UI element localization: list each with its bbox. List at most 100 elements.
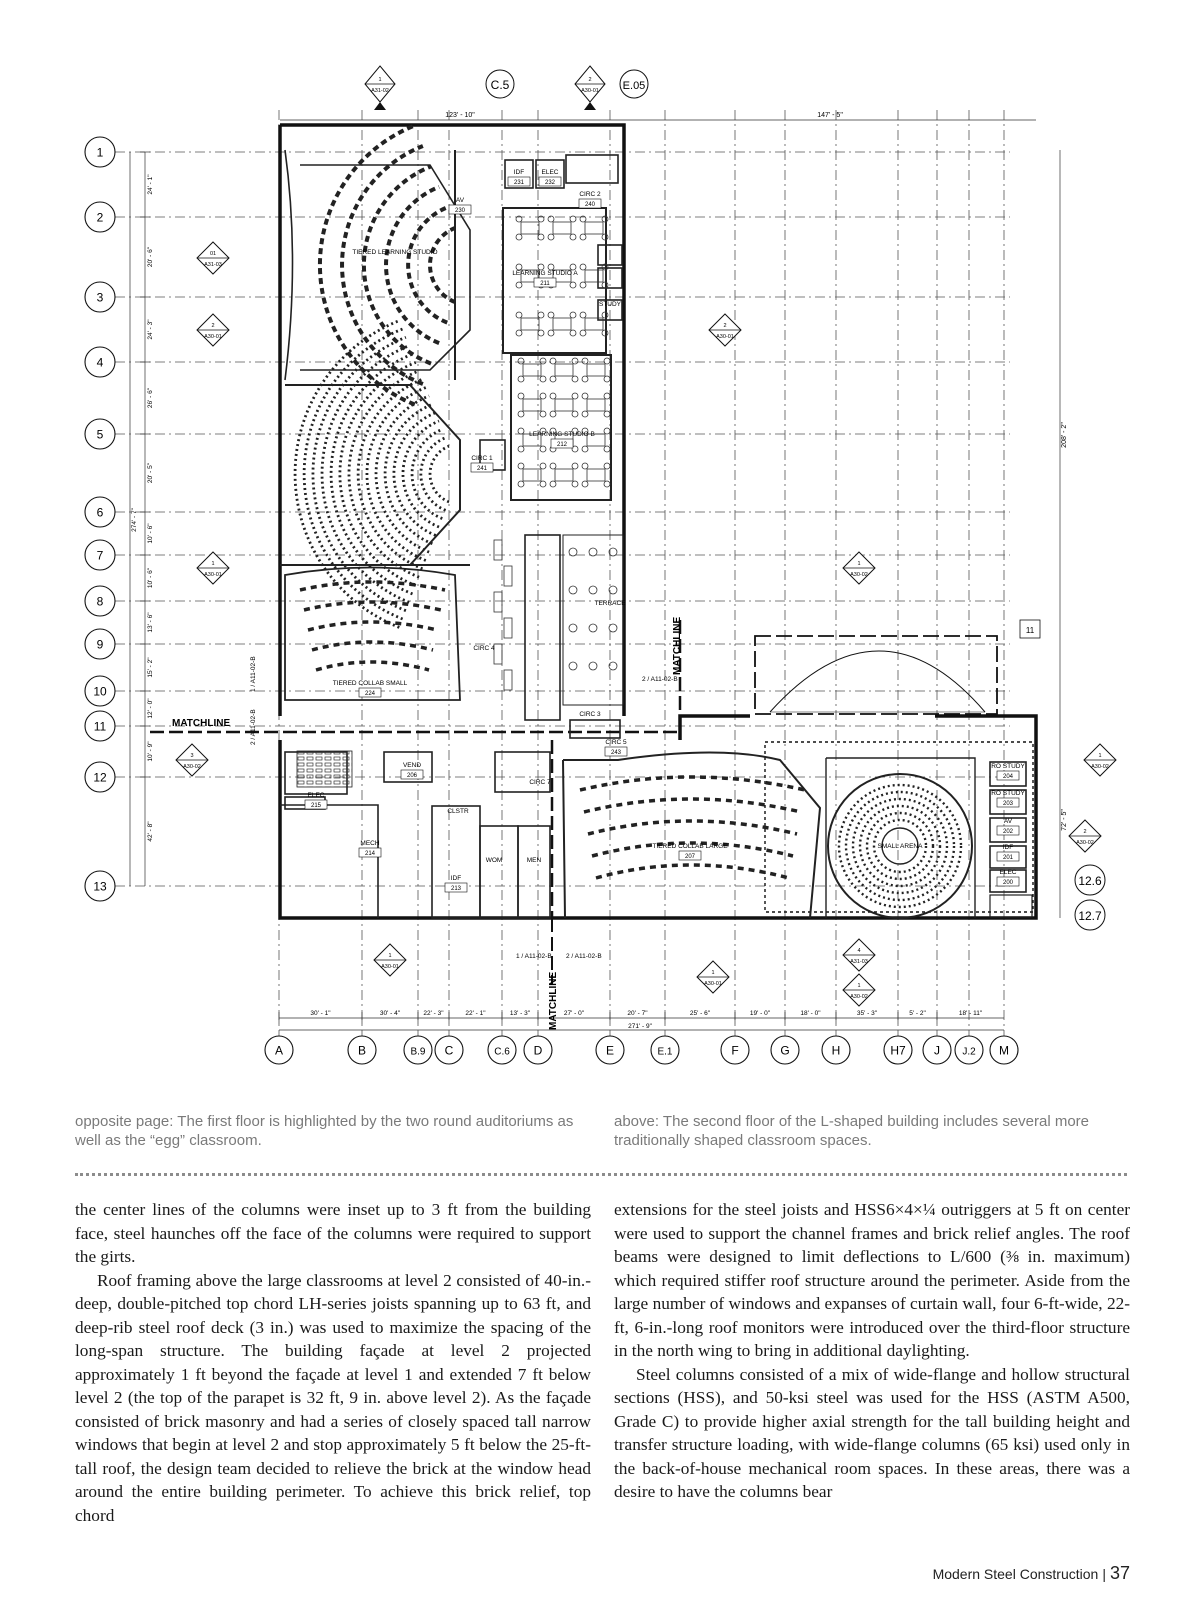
svg-text:1: 1 [711, 970, 714, 976]
svg-text:A30-01: A30-01 [381, 964, 399, 970]
tiered-seating-rows [293, 123, 963, 909]
svg-text:MATCHLINE: MATCHLINE [172, 718, 230, 729]
room-label: TIERED COLLAB LARGE 207 [652, 843, 728, 861]
svg-text:20' - 6": 20' - 6" [147, 246, 154, 267]
svg-text:TIERED COLLAB LARGE: TIERED COLLAB LARGE [652, 843, 728, 850]
room-label: CIRC 1 241 [470, 455, 494, 473]
svg-text:2 / A11-02-B: 2 / A11-02-B [566, 953, 602, 960]
body-column-left: the center lines of the columns were ins… [75, 1198, 591, 1527]
grid-bubble-column: E [595, 1035, 625, 1065]
svg-text:207: 207 [685, 854, 696, 860]
svg-text:274' - 7": 274' - 7" [131, 507, 138, 531]
svg-text:30' - 4": 30' - 4" [380, 1010, 401, 1017]
body-column-right: extensions for the steel joists and HSS6… [614, 1198, 1130, 1504]
svg-text:ELEC: ELEC [1000, 869, 1017, 876]
svg-text:RO STUDY: RO STUDY [991, 790, 1025, 797]
svg-text:B: B [358, 1044, 366, 1058]
svg-text:3: 3 [190, 753, 193, 759]
room-label: STUDY [599, 301, 622, 308]
svg-text:271' - 9": 271' - 9" [628, 1023, 652, 1030]
floor-plan-drawing: 1 A31-02 C.5 2 A30-01 E.05 123' - 10" 14… [84, 65, 1117, 1065]
svg-text:19' - 0": 19' - 0" [750, 1010, 771, 1017]
svg-text:A30-01: A30-01 [204, 334, 222, 340]
svg-text:CIRC 1: CIRC 1 [471, 455, 493, 462]
svg-text:224: 224 [365, 691, 376, 697]
svg-text:213: 213 [451, 886, 462, 892]
grid-bubble-column: G [770, 1035, 800, 1065]
svg-text:A30-02: A30-02 [1091, 764, 1109, 770]
svg-text:202: 202 [1003, 829, 1014, 835]
svg-text:CIRC 4: CIRC 4 [473, 645, 495, 652]
svg-text:F: F [731, 1044, 738, 1058]
svg-text:9: 9 [97, 638, 104, 652]
svg-text:A31-03: A31-03 [850, 959, 868, 965]
svg-text:A: A [275, 1044, 283, 1058]
svg-text:204: 204 [1003, 774, 1014, 780]
svg-text:01: 01 [210, 251, 216, 257]
grid-bubble-c5: C.5 [485, 69, 515, 99]
svg-text:10: 10 [93, 685, 107, 699]
svg-text:8: 8 [97, 595, 104, 609]
svg-text:J.2: J.2 [962, 1047, 976, 1058]
svg-text:B.9: B.9 [410, 1047, 425, 1058]
dim-top-left: 123' - 10" [445, 112, 475, 119]
publication-name: Modern Steel Construction [932, 1566, 1099, 1582]
svg-text:12.6: 12.6 [1078, 874, 1102, 888]
svg-text:H: H [832, 1044, 841, 1058]
room-label: CIRC 4 [473, 645, 495, 652]
svg-text:13: 13 [93, 880, 107, 894]
svg-text:11: 11 [94, 720, 107, 734]
svg-text:CIRC 2: CIRC 2 [579, 191, 601, 198]
svg-text:TERRACE: TERRACE [594, 600, 626, 607]
svg-text:C.6: C.6 [494, 1047, 510, 1058]
svg-text:MATCHLINE: MATCHLINE [548, 972, 559, 1030]
svg-text:LEARNING STUDIO B: LEARNING STUDIO B [529, 431, 595, 438]
grid-bubble-column: B.9 [403, 1035, 433, 1065]
svg-text:13' - 6": 13' - 6" [147, 612, 154, 633]
svg-text:TIERED COLLAB SMALL: TIERED COLLAB SMALL [333, 680, 408, 687]
svg-text:2: 2 [211, 323, 214, 329]
section-marker: 2 A30-01 [574, 65, 606, 110]
svg-text:TIERED LEARNING STUDIO: TIERED LEARNING STUDIO [352, 249, 437, 256]
grid-bubble-row: 3 [84, 281, 116, 313]
grid-bubble-row: 11 [84, 710, 116, 742]
studio-furniture [493, 215, 618, 691]
dotted-divider [75, 1173, 1127, 1176]
svg-text:STUDY: STUDY [599, 301, 622, 308]
svg-text:13' - 3": 13' - 3" [510, 1010, 531, 1017]
dim-top-right: 147' - 5" [817, 112, 843, 119]
svg-text:3: 3 [97, 291, 104, 305]
svg-text:1: 1 [857, 561, 860, 567]
paragraph: Steel columns consisted of a mix of wide… [614, 1364, 1130, 1502]
svg-text:1: 1 [388, 953, 391, 959]
matchline-labels: MATCHLINE MATCHLINE MATCHLINE [172, 617, 683, 1030]
svg-text:200: 200 [1003, 880, 1014, 886]
svg-text:A30-01: A30-01 [704, 981, 722, 987]
room-label: CLSTR [447, 808, 469, 815]
svg-text:ELEC: ELEC [542, 169, 559, 176]
svg-text:22' - 1": 22' - 1" [465, 1010, 486, 1017]
svg-text:20' - 5": 20' - 5" [147, 462, 154, 483]
room-label: WOM [486, 857, 503, 864]
svg-text:201: 201 [1003, 855, 1014, 861]
svg-text:10' - 9": 10' - 9" [147, 741, 154, 762]
svg-text:241: 241 [477, 466, 488, 472]
svg-text:26' - 6": 26' - 6" [147, 387, 154, 408]
svg-text:12: 12 [93, 771, 107, 785]
room-label: TIERED COLLAB SMALL 224 [333, 680, 408, 698]
svg-text:A30-02: A30-02 [183, 764, 201, 770]
svg-text:212: 212 [557, 442, 568, 448]
